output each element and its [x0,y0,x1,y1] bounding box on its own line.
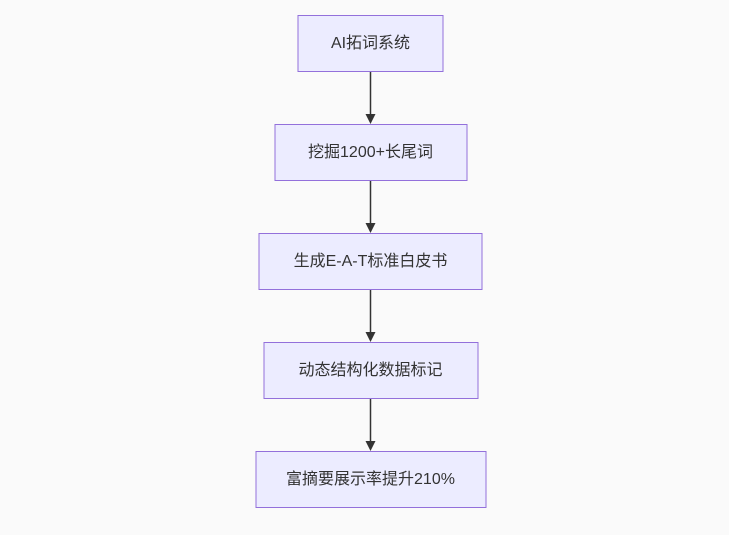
flow-node-label: AI拓词系统 [330,34,411,52]
flow-node-ai-keyword-system: AI拓词系统 [297,15,444,72]
arrow-down-icon [365,181,376,233]
flow-node-label: 动态结构化数据标记 [298,361,443,379]
flow-node-eat-whitepaper: 生成E-A-T标准白皮书 [258,233,483,290]
flow-node-label: 挖掘1200+长尾词 [308,143,433,161]
flow-node-label: 富摘要展示率提升210% [286,470,455,488]
arrow-down-icon [365,290,376,342]
arrow-down-icon [365,399,376,451]
flow-node-label: 生成E-A-T标准白皮书 [293,252,448,270]
flow-node-structured-data-markup: 动态结构化数据标记 [263,342,478,399]
arrow-down-icon [365,72,376,124]
flow-node-longtail-mining: 挖掘1200+长尾词 [274,124,467,181]
flowchart: AI拓词系统 挖掘1200+长尾词 生成E-A-T标准白皮书 动态结构化数据标记 [255,15,486,508]
flow-node-rich-snippet-rate: 富摘要展示率提升210% [255,451,486,508]
